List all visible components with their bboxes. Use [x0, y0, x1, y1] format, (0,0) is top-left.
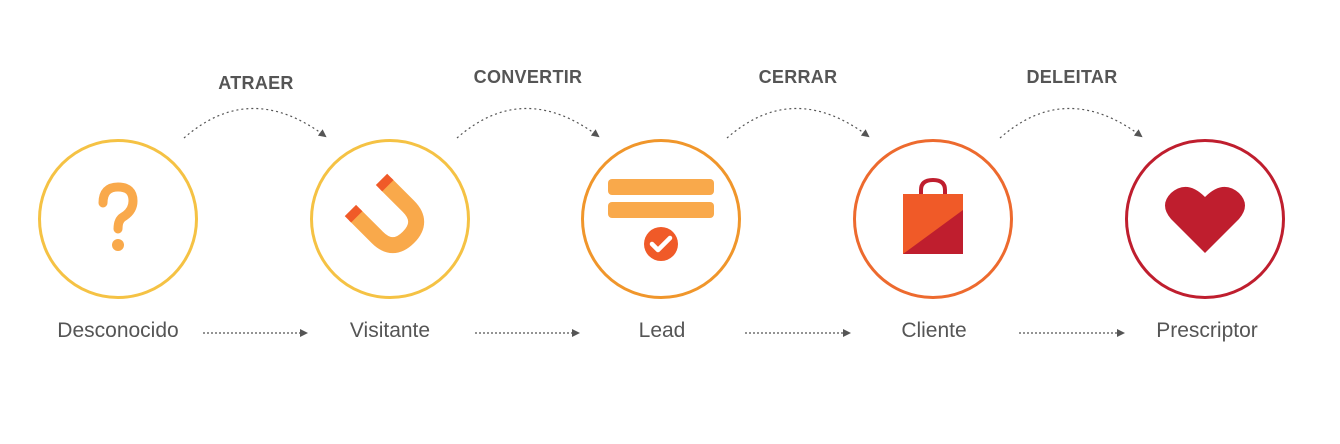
stage-circle-cliente [853, 139, 1013, 299]
transition-label-convertir: CONVERTIR [473, 67, 583, 87]
stage-label-lead: Lead [638, 319, 686, 342]
stage-label-desconocido: Desconocido [57, 319, 179, 342]
transition-label-cerrar: CERRAR [758, 67, 838, 87]
transition-label-atraer: ATRAER [218, 73, 294, 93]
magnet-icon [344, 173, 425, 254]
curved-arrow-cerrar [726, 107, 870, 139]
curved-arrow-convertir [456, 107, 600, 139]
stage-circle-lead [581, 139, 741, 299]
curved-arrow-atraer [183, 107, 327, 139]
transition-label-deleitar: DELEITAR [1026, 67, 1118, 87]
curved-arrow-deleitar [999, 107, 1143, 139]
stage-label-prescriptor: Prescriptor [1156, 319, 1258, 342]
stage-circle-visitante [310, 139, 470, 299]
form-check-icon [608, 179, 714, 261]
shopping-bag-icon [903, 177, 963, 254]
question-mark-icon [98, 182, 138, 251]
stage-circle-desconocido [38, 139, 198, 299]
stage-circle-prescriptor [1125, 139, 1285, 299]
stage-label-cliente: Cliente [901, 319, 967, 342]
heart-icon [1165, 186, 1245, 253]
stage-label-visitante: Visitante [349, 319, 431, 342]
